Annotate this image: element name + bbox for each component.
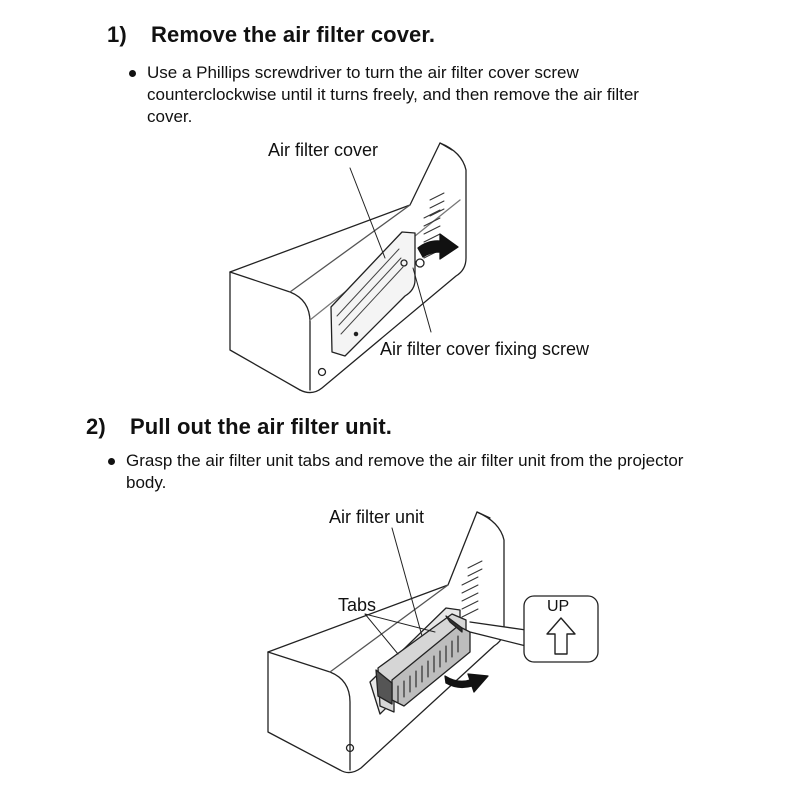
step-2-title: 2) Pull out the air filter unit. bbox=[86, 414, 392, 440]
step-2-title-text: Pull out the air filter unit. bbox=[130, 414, 393, 439]
step-1-number: 1) bbox=[107, 22, 127, 47]
step-1-instructions: Use a Phillips screwdriver to turn the a… bbox=[127, 62, 687, 128]
label-air-filter-cover: Air filter cover bbox=[268, 140, 379, 160]
callout-up: UP bbox=[547, 598, 570, 615]
step-1-bullet: Use a Phillips screwdriver to turn the a… bbox=[127, 62, 687, 128]
step-1-title: 1) Remove the air filter cover. bbox=[107, 22, 435, 48]
label-tabs: Tabs bbox=[338, 595, 377, 615]
step-1-title-text: Remove the air filter cover. bbox=[151, 22, 436, 47]
step-2-instructions: Grasp the air filter unit tabs and remov… bbox=[106, 450, 686, 494]
step-2-number: 2) bbox=[86, 414, 106, 439]
figure-pull-filter-unit bbox=[0, 400, 800, 800]
label-air-filter-cover-fixing-screw: Air filter cover fixing screw bbox=[380, 339, 590, 359]
figure-remove-cover bbox=[0, 0, 800, 400]
step-2-bullet: Grasp the air filter unit tabs and remov… bbox=[106, 450, 686, 494]
label-air-filter-unit: Air filter unit bbox=[329, 507, 425, 527]
